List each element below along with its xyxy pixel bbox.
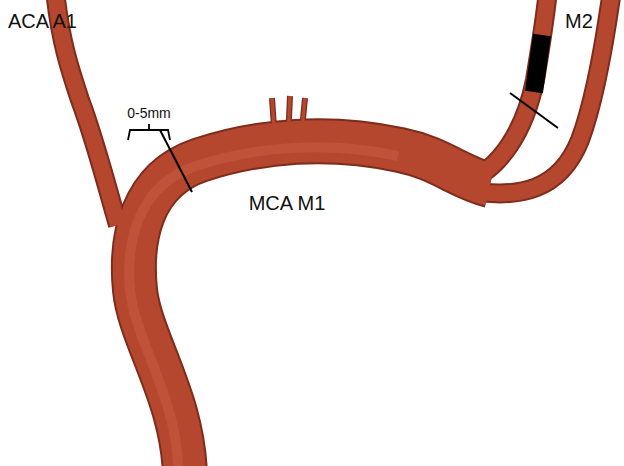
perforator-vessel (301, 98, 305, 140)
ica-m1-outline (134, 141, 490, 466)
perforator-outline (288, 96, 290, 140)
vessel-label: MCA M1 (249, 192, 326, 214)
dimension-label: 0-5mm (127, 106, 171, 121)
perforator-vessel (288, 96, 290, 140)
occlusion-clot (534, 35, 542, 92)
vessel-highlight (129, 147, 398, 466)
m2-lower-vessel (465, 0, 612, 193)
vessel-label: ACA A1 (8, 10, 77, 32)
measure-bracket (128, 124, 170, 140)
m2-upper-vessel (465, 0, 548, 182)
aca-vessel (55, 0, 118, 225)
m2-upper-outline (465, 0, 548, 182)
aca-outline (55, 0, 118, 225)
perforator-vessel (272, 98, 275, 142)
marker-line (160, 130, 192, 192)
ica-m1-vessel (134, 141, 490, 466)
m2-lower-outline (465, 0, 612, 193)
marker-line (510, 93, 558, 128)
vessel-label: M2 (565, 10, 593, 32)
